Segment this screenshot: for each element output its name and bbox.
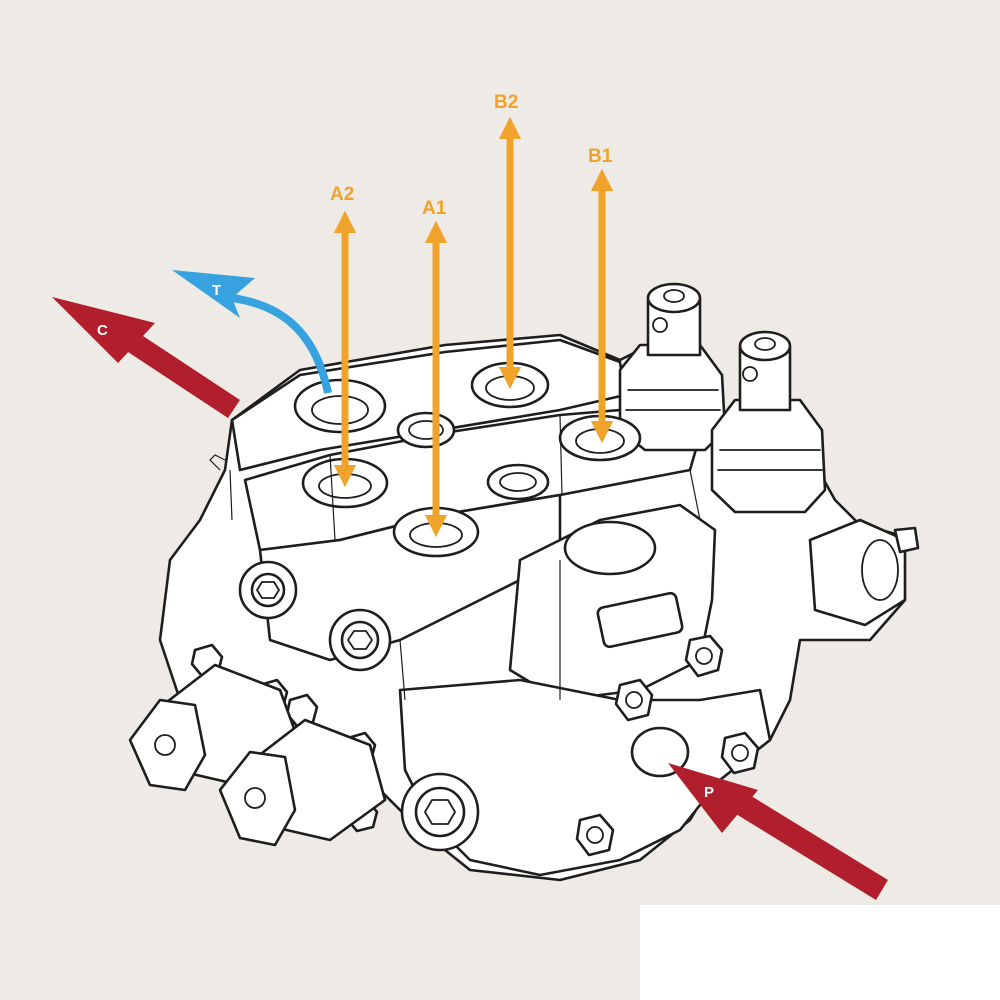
spool-caps: [128, 663, 387, 847]
label-P: P: [704, 784, 714, 801]
label-A1: A1: [422, 198, 447, 219]
white-corner-block: [640, 905, 1000, 1000]
label-A2: A2: [330, 184, 354, 205]
arrow-T: T: [172, 270, 332, 394]
label-T: T: [212, 282, 221, 299]
valve-body: [128, 282, 920, 882]
label-C: C: [97, 322, 108, 339]
relief-cartridges: [618, 282, 827, 514]
label-B2: B2: [494, 92, 518, 113]
arrow-P: P: [668, 763, 888, 900]
label-B1: B1: [588, 146, 613, 167]
inlet-fitting: [808, 518, 920, 627]
arrow-C: C: [52, 297, 240, 418]
